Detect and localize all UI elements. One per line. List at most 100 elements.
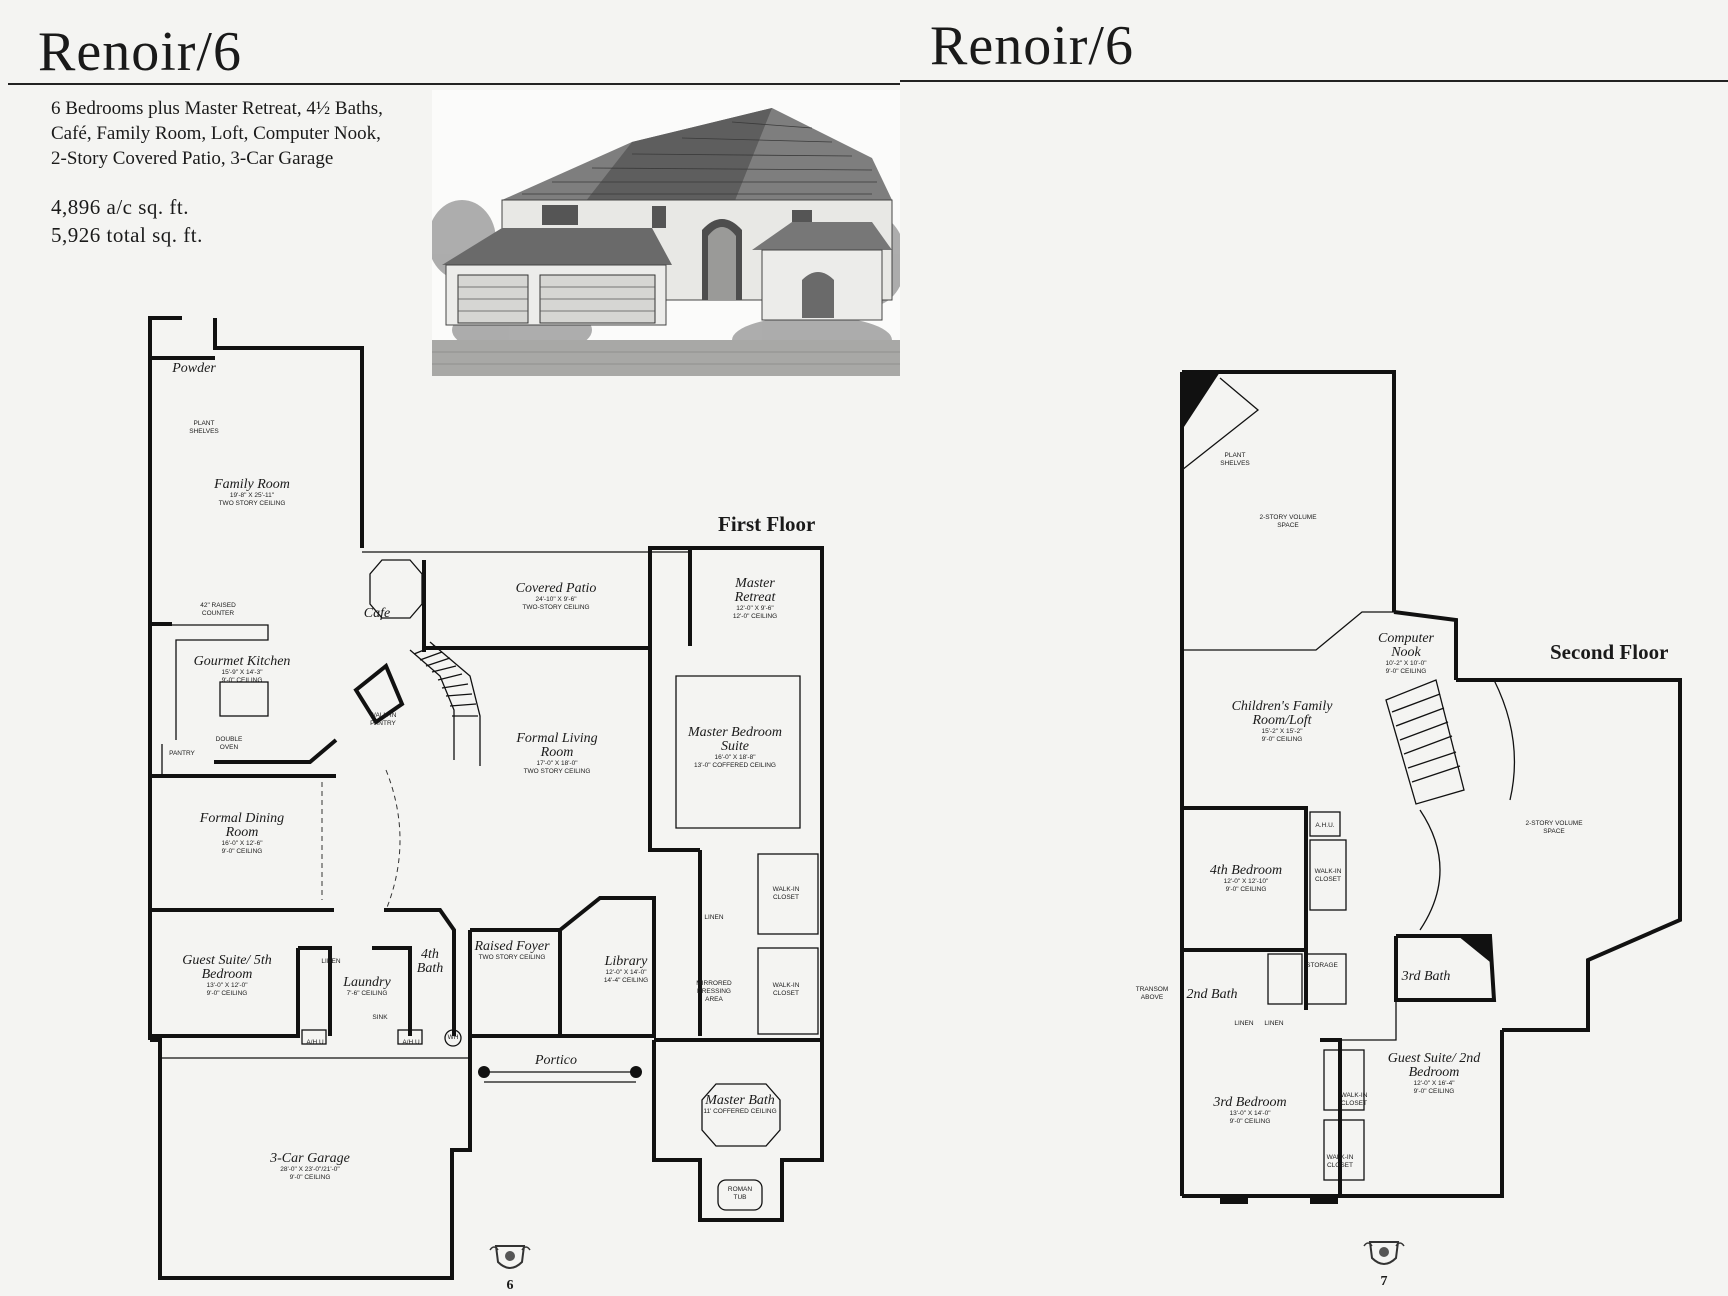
room-ceiling: 9'-0" CEILING [1225, 886, 1267, 893]
room-master-bath: Master Bath 11' COFFERED CEILING [690, 1094, 790, 1116]
room-covered-patio: Covered Patio 24'-10" X 9'-6" TWO-STORY … [516, 582, 597, 612]
room-dims: 17'-0" X 18'-0" [536, 760, 578, 767]
room-volume-right: 2-STORY VOLUME SPACE [1519, 820, 1589, 836]
room-dims: 12'-0" X 16'-4" [1413, 1080, 1455, 1087]
room-dims: 12'-0" X 14'-0" [605, 969, 647, 976]
note-walk-in-closet-3: WALK-IN CLOSET [1314, 868, 1342, 883]
room-ceiling: 11' COFFERED CEILING [703, 1108, 777, 1115]
note-ahu-2: A/H U [402, 1039, 420, 1046]
room-name: Master Bedroom Suite [688, 725, 782, 754]
note-walk-in-closet-1: WALK-IN CLOSET [772, 886, 800, 901]
room-ceiling: 9'-0" CEILING [221, 677, 263, 684]
page-title-left: Renoir/6 [38, 21, 242, 83]
note-pantry: PANTRY [169, 750, 195, 757]
room-formal-living: Formal Living Room 17'-0" X 18'-0" TWO S… [507, 732, 607, 776]
room-bath-2: 2nd Bath [1187, 988, 1238, 1002]
room-name: Computer Nook [1378, 631, 1434, 660]
room-garage: 3-Car Garage 28'-0" X 23'-0"/21'-0" 9'-0… [270, 1152, 350, 1182]
note-linen-1: LINEN [704, 914, 724, 921]
room-name: Cafe [363, 606, 391, 621]
room-name: Library [604, 954, 648, 969]
note-linen-2: LINEN [321, 958, 341, 965]
header-rule-left [8, 83, 900, 85]
room-volume-top: 2-STORY VOLUME SPACE [1258, 514, 1318, 530]
room-name: Formal Living Room [516, 731, 598, 760]
room-ceiling: TWO STORY CEILING [218, 500, 286, 507]
room-dims: 24'-10" X 9'-6" [535, 596, 577, 603]
room-name: 2nd Bath [1186, 987, 1238, 1002]
second-floor-walls [1180, 370, 1682, 1204]
room-dims: 16'-0" X 12'-6" [221, 840, 263, 847]
room-ceiling: 9'-0" CEILING [289, 1174, 331, 1181]
room-bath-3: 3rd Bath [1402, 970, 1451, 984]
room-guest-suite-5: Guest Suite/ 5th Bedroom 13'-0" X 12'-0"… [177, 954, 277, 998]
crest-icon-left [489, 1245, 531, 1269]
page-number-right: 7 [1380, 1274, 1388, 1289]
header-rule-right [900, 80, 1728, 82]
note-wh: WH [447, 1034, 459, 1041]
room-name: Laundry [343, 975, 391, 990]
room-ceiling: 13'-0" COFFERED CEILING [694, 762, 776, 769]
room-powder: Powder [172, 362, 216, 376]
room-bedroom-3: 3rd Bedroom 13'-0" X 14'-0" 9'-0" CEILIN… [1213, 1096, 1286, 1126]
room-gourmet-kitchen: Gourmet Kitchen 15'-9" X 14'-3" 9'-0" CE… [194, 655, 291, 685]
room-ceiling: 12'-0" CEILING [732, 613, 778, 620]
room-loft: Children's Family Room/Loft 15'-2" X 15'… [1207, 700, 1357, 744]
room-name: Master Retreat [734, 576, 776, 605]
note-plant-shelves-2: PLANT SHELVES [1220, 452, 1250, 467]
room-name: Children's Family Room/Loft [1231, 699, 1333, 728]
room-name: Formal Dining Room [199, 811, 285, 840]
note-ahu-3: A.H.U. [1315, 822, 1335, 829]
room-dims: 16'-0" X 18'-8" [714, 754, 756, 761]
room-formal-dining: Formal Dining Room 16'-0" X 12'-6" 9'-0"… [192, 812, 292, 856]
room-ceiling: TWO STORY CEILING [478, 954, 546, 961]
room-dims: 28'-0" X 23'-0"/21'-0" [280, 1166, 340, 1173]
note-double-oven: DOUBLE OVEN [215, 736, 243, 751]
note-roman-tub: ROMAN TUB [727, 1186, 753, 1201]
note-ahu-1: A/H U [306, 1039, 324, 1046]
room-dims: 12'-0" X 12'-10" [1223, 878, 1269, 885]
room-ceiling: 9'-0" CEILING [1261, 736, 1303, 743]
first-floor-walls [148, 316, 824, 1280]
room-portico: Portico [535, 1054, 577, 1068]
room-name: 3-Car Garage [270, 1151, 350, 1166]
room-ceiling: 14'-4" CEILING [603, 977, 649, 984]
note-transom-above: TRANSOM ABOVE [1135, 986, 1169, 1001]
note-linen-3: LINEN [1234, 1020, 1254, 1027]
room-name: 4th Bath [416, 947, 444, 976]
note-linen-4: LINEN [1264, 1020, 1284, 1027]
room-ceiling: 9'-0" CEILING [1413, 1088, 1455, 1095]
room-ceiling: 9'-0" CEILING [1229, 1118, 1271, 1125]
room-ceiling: TWO STORY CEILING [523, 768, 591, 775]
note-mirrored-dressing: MIRRORED DRESSING AREA [696, 980, 732, 1003]
room-guest-suite-2: Guest Suite/ 2nd Bedroom 12'-0" X 16'-4"… [1384, 1052, 1484, 1096]
room-name: Covered Patio [515, 581, 597, 596]
room-name: Portico [535, 1053, 577, 1068]
house-elevation-sketch [432, 90, 900, 376]
note-sink: SINK [372, 1014, 388, 1021]
room-dims: 10'-2" X 10'-0" [1385, 660, 1427, 667]
room-dims: 15'-2" X 15'-2" [1261, 728, 1303, 735]
room-name: Family Room [214, 477, 290, 492]
room-name: 2-STORY VOLUME SPACE [1259, 514, 1317, 529]
room-library: Library 12'-0" X 14'-0" 14'-4" CEILING [604, 955, 648, 985]
room-family-room: Family Room 19'-8" X 25'-11" TWO STORY C… [214, 478, 290, 508]
room-ceiling: TWO-STORY CEILING [522, 604, 590, 611]
room-dims: 13'-0" X 12'-0" [206, 982, 248, 989]
room-raised-foyer: Raised Foyer TWO STORY CEILING [472, 940, 552, 962]
room-dims: 19'-8" X 25'-11" [229, 492, 275, 499]
room-ceiling: 9'-0" CEILING [206, 990, 248, 997]
room-cafe: Cafe [364, 607, 390, 621]
room-name: Master Bath [705, 1093, 775, 1108]
room-dims: 12'-0" X 9'-6" [736, 605, 774, 612]
room-name: Powder [172, 361, 216, 376]
note-walk-in-closet-4: WALK-IN CLOSET [1340, 1092, 1368, 1107]
room-name: Raised Foyer [474, 939, 550, 954]
room-dims: 15'-9" X 14'-3" [221, 669, 263, 676]
page-title-right: Renoir/6 [930, 15, 1134, 77]
room-bedroom-4: 4th Bedroom 12'-0" X 12'-10" 9'-0" CEILI… [1210, 864, 1282, 894]
room-name: Guest Suite/ 2nd Bedroom [1387, 1051, 1481, 1080]
room-name: 2-STORY VOLUME SPACE [1525, 820, 1583, 835]
room-ceiling: 9'-0" CEILING [221, 848, 263, 855]
note-plant-shelves: PLANT SHELVES [189, 420, 219, 435]
